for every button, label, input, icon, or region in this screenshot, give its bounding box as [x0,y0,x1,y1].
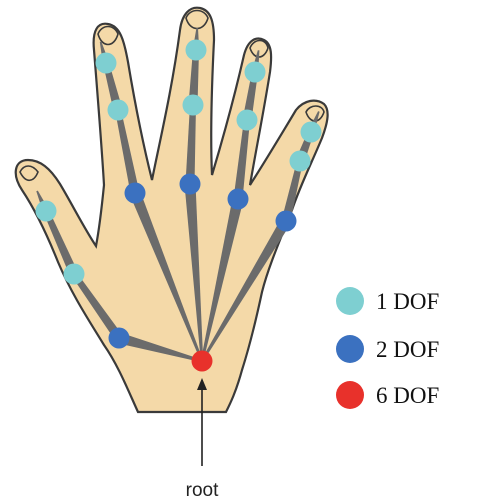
legend-label-1dof: 1 DOF [376,289,439,314]
joint-pinky-3-1dof [301,122,322,143]
joint-index-3-1dof [96,53,117,74]
joint-middle-1-2dof [180,174,201,195]
root-label: root [186,480,219,501]
joint-thumb-2-1dof [64,264,85,285]
joint-thumb-3-1dof [36,201,57,222]
joint-pinky-2-1dof [290,151,311,172]
joint-pinky-1-2dof [276,211,297,232]
joint-thumb-1-2dof [109,328,130,349]
joint-ring-2-1dof [237,110,258,131]
joint-ring-3-1dof [245,62,266,83]
joint-ring-1-2dof [228,189,249,210]
joint-middle-3-1dof [186,40,207,61]
legend-swatch-6dof [336,381,364,409]
legend-swatch-2dof [336,335,364,363]
nail-middle [186,11,208,29]
legend: 1 DOF 2 DOF 6 DOF [336,287,439,409]
legend-label-2dof: 2 DOF [376,337,439,362]
joint-index-2-1dof [108,100,129,121]
legend-swatch-1dof [336,287,364,315]
joint-index-1-2dof [125,183,146,204]
legend-label-6dof: 6 DOF [376,383,439,408]
joint-root-6dof [192,351,213,372]
joint-middle-2-1dof [183,95,204,116]
